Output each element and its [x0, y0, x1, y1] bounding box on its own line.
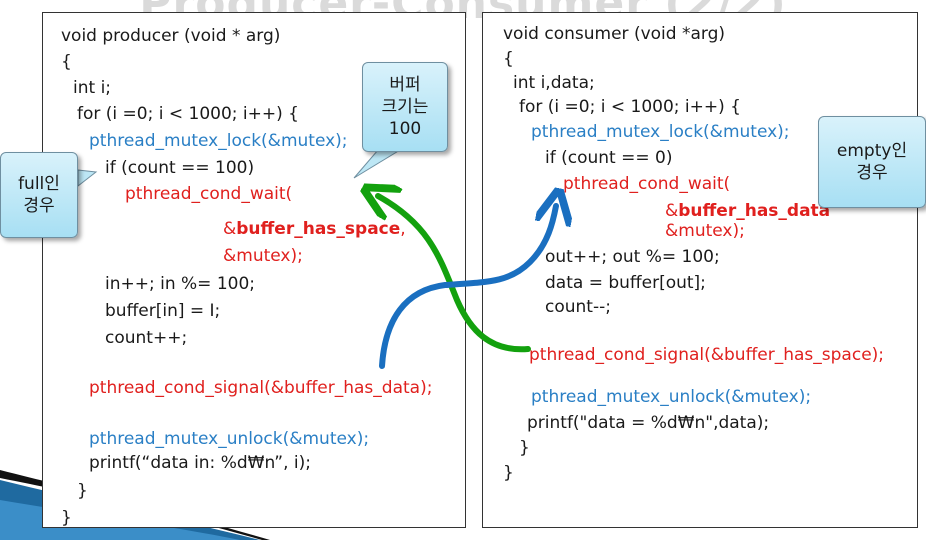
consumer-code-line: { — [503, 48, 514, 70]
producer-code-text: } — [61, 508, 72, 528]
consumer-code-text: count--; — [545, 297, 611, 317]
producer-code-line: &mutex); — [223, 245, 303, 267]
producer-code-text: pthread_mutex_unlock(&mutex); — [89, 429, 370, 449]
consumer-code-line: pthread_cond_signal(&buffer_has_space); — [529, 344, 884, 366]
producer-code-tail: , — [400, 219, 406, 239]
consumer-code-line: void consumer (void *arg) — [503, 23, 725, 45]
producer-code-line: count++; — [105, 327, 187, 349]
producer-code-text: for (i =0; i < 1000; i++) { — [77, 104, 299, 124]
producer-code-text: pthread_cond_signal(&buffer_has_data); — [89, 378, 433, 398]
consumer-code-line: printf("data = %d₩n",data); — [527, 412, 769, 434]
consumer-code-text: if (count == 0) — [545, 148, 673, 168]
producer-code-text: } — [77, 481, 88, 501]
consumer-code-text: &mutex); — [665, 221, 745, 241]
producer-code-line: &buffer_has_space, — [223, 218, 406, 240]
consumer-code-line: count--; — [545, 296, 611, 318]
callout-empty-line-1: empty인 — [836, 141, 908, 161]
producer-code-line: int i; — [73, 77, 111, 99]
consumer-code-line: pthread_mutex_unlock(&mutex); — [531, 386, 811, 408]
consumer-code-text: pthread_mutex_lock(&mutex); — [531, 122, 790, 142]
producer-code-line: buffer[in] = I; — [105, 300, 220, 322]
callout-full-line-2: 경우 — [23, 196, 55, 216]
consumer-code-text: } — [519, 438, 530, 458]
producer-code-line: pthread_cond_wait( — [125, 183, 292, 205]
consumer-code-line: pthread_mutex_lock(&mutex); — [531, 121, 790, 143]
producer-code-text: &mutex); — [223, 246, 303, 266]
consumer-code-text: { — [503, 49, 514, 69]
consumer-code-text: out++; out %= 100; — [545, 247, 720, 267]
consumer-code-text: for (i =0; i < 1000; i++) { — [519, 97, 741, 117]
producer-code-line: pthread_mutex_lock(&mutex); — [89, 130, 348, 152]
callout-empty-line-2: 경우 — [856, 163, 888, 183]
producer-code-text: { — [61, 52, 72, 72]
producer-code-line: pthread_mutex_unlock(&mutex); — [89, 428, 369, 450]
consumer-condition-variable: buffer_has_data — [678, 201, 831, 221]
producer-condition-variable: buffer_has_space — [236, 219, 401, 239]
producer-code-text: int i; — [73, 78, 112, 98]
consumer-code-panel: void consumer (void *arg) { int i,data; for… — [482, 12, 918, 528]
consumer-code-text: & — [665, 201, 679, 221]
consumer-code-line: if (count == 0) — [545, 147, 672, 169]
consumer-code-text: data = buffer[out]; — [545, 273, 706, 293]
producer-code-line: { — [61, 51, 72, 73]
producer-code-line: } — [61, 507, 72, 529]
consumer-code-line: data = buffer[out]; — [545, 272, 706, 294]
consumer-code-line: int i,data; — [513, 72, 595, 94]
producer-code-line: } — [77, 480, 88, 502]
callout-full-case: full인 경우 — [0, 152, 78, 238]
consumer-code-text: int i,data; — [513, 73, 595, 93]
consumer-code-line: } — [503, 462, 514, 484]
producer-code-line: pthread_cond_signal(&buffer_has_data); — [89, 377, 432, 399]
consumer-code-line: } — [519, 437, 530, 459]
consumer-code-line: pthread_cond_wait( — [563, 173, 730, 195]
consumer-code-text: void consumer (void *arg) — [503, 24, 725, 44]
producer-code-line: in++; in %= 100; — [105, 273, 255, 295]
callout-empty-case: empty인 경우 — [818, 116, 926, 208]
producer-code-text: printf(“data in: %d₩n”, i); — [89, 453, 311, 473]
producer-code-text: void producer (void * arg) — [61, 26, 281, 46]
producer-code-text: & — [223, 219, 237, 239]
producer-code-line: if (count == 100) — [105, 157, 254, 179]
consumer-code-line: for (i =0; i < 1000; i++) { — [519, 96, 741, 118]
callout-full-line-1: full인 — [18, 174, 60, 194]
consumer-code-text: pthread_mutex_unlock(&mutex); — [531, 387, 812, 407]
consumer-code-line: &buffer_has_data — [665, 200, 830, 222]
producer-code-line: void producer (void * arg) — [61, 25, 280, 47]
callout-buffer-line-2: 크기는 — [381, 97, 429, 117]
callout-buffer-line-1: 버퍼 — [389, 75, 421, 95]
callout-buffer-line-3: 100 — [388, 119, 422, 139]
producer-code-line: for (i =0; i < 1000; i++) { — [77, 103, 299, 125]
consumer-code-text: printf("data = %d₩n",data); — [527, 413, 770, 433]
consumer-code-text: pthread_cond_wait( — [563, 174, 731, 194]
consumer-code-line: &mutex); — [665, 220, 745, 242]
consumer-code-text: } — [503, 463, 514, 483]
producer-code-text: pthread_mutex_lock(&mutex); — [89, 131, 348, 151]
consumer-code-text: pthread_cond_signal(&buffer_has_space); — [529, 345, 885, 365]
producer-code-text: count++; — [105, 328, 188, 348]
callout-buffer-size: 버퍼 크기는 100 — [362, 62, 448, 152]
consumer-code-line: out++; out %= 100; — [545, 246, 720, 268]
producer-code-text: buffer[in] = I; — [105, 301, 221, 321]
producer-code-text: in++; in %= 100; — [105, 274, 255, 294]
producer-code-line: printf(“data in: %d₩n”, i); — [89, 452, 311, 474]
producer-code-text: pthread_cond_wait( — [125, 184, 293, 204]
producer-code-text: if (count == 100) — [105, 158, 255, 178]
